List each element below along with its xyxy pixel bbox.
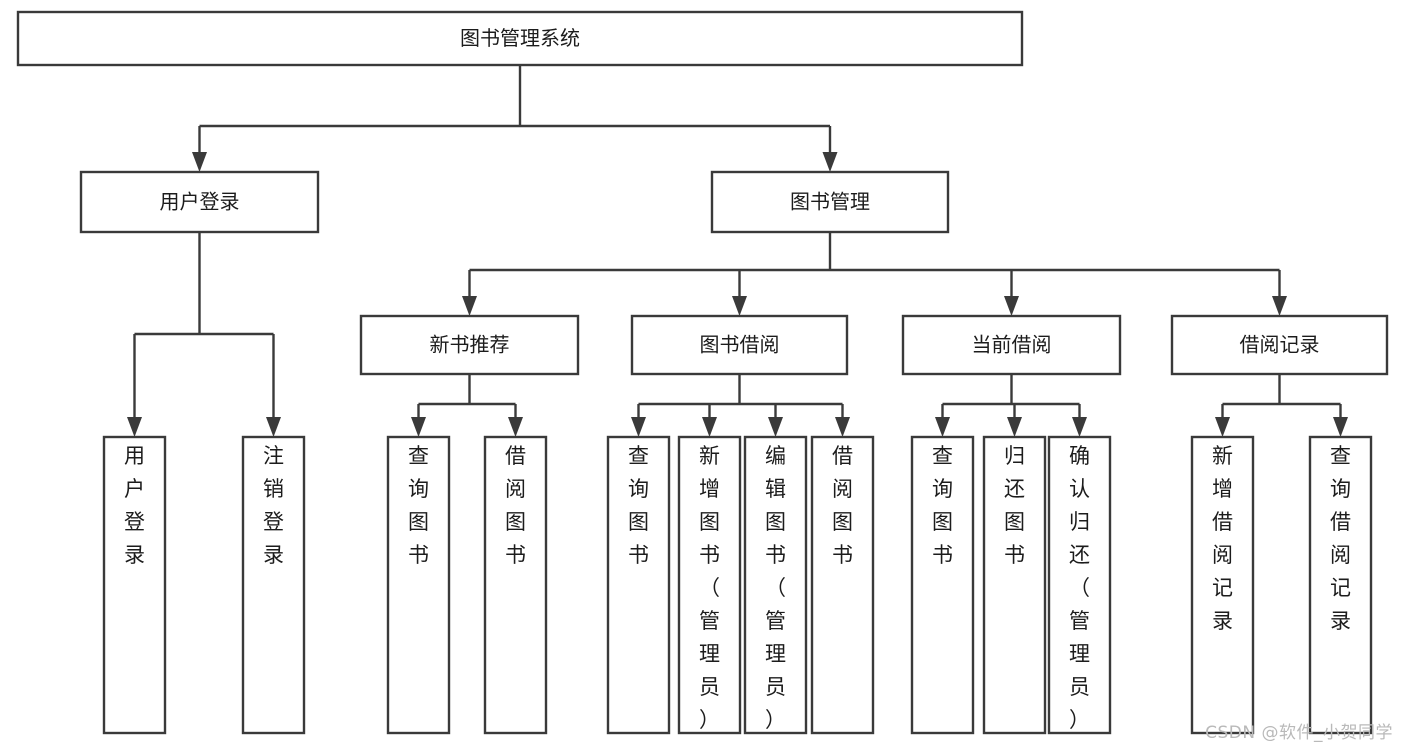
node-leaf_2[interactable]: 查询图书 <box>386 435 451 735</box>
connector-layer <box>127 65 1348 437</box>
arrow-head <box>1215 417 1230 437</box>
connector-group <box>192 65 838 172</box>
node-l3_0[interactable]: 新书推荐 <box>359 314 580 376</box>
node-layer: 图书管理系统用户登录图书管理新书推荐图书借阅当前借阅借阅记录用户登录注销登录查询… <box>16 10 1389 735</box>
csdn-watermark: CSDN @软件_小贺同学 <box>1205 723 1393 743</box>
node-box[interactable] <box>710 170 950 234</box>
node-root[interactable]: 图书管理系统 <box>16 10 1024 67</box>
arrow-head <box>1272 296 1287 316</box>
connector-group <box>411 374 523 437</box>
node-l2_1[interactable]: 图书管理 <box>710 170 950 234</box>
arrow-head <box>702 417 717 437</box>
node-leaf_9[interactable]: 归还图书 <box>982 435 1047 735</box>
arrow-head <box>835 417 850 437</box>
node-box[interactable] <box>982 435 1047 735</box>
connector-group <box>127 232 281 437</box>
arrow-head <box>411 417 426 437</box>
node-box[interactable] <box>1308 435 1373 735</box>
node-label: 借阅图书 <box>832 444 853 567</box>
node-box[interactable] <box>910 435 975 735</box>
node-label: 查询图书 <box>408 444 429 567</box>
arrow-head <box>822 152 838 172</box>
node-label: 查询图书 <box>628 444 649 567</box>
node-label: 编辑图书（管理员） <box>765 444 786 732</box>
node-l2_0[interactable]: 用户登录 <box>79 170 320 234</box>
node-box[interactable] <box>677 435 742 735</box>
node-box[interactable] <box>483 435 548 735</box>
arrow-head <box>631 417 646 437</box>
node-box[interactable] <box>630 314 849 376</box>
node-box[interactable] <box>901 314 1122 376</box>
node-box[interactable] <box>359 314 580 376</box>
node-leaf_3[interactable]: 借阅图书 <box>483 435 548 735</box>
node-label: 归还图书 <box>1004 444 1025 567</box>
node-box[interactable] <box>241 435 306 735</box>
node-box[interactable] <box>743 435 808 735</box>
node-leaf_8[interactable]: 查询图书 <box>910 435 975 735</box>
arrow-head <box>266 417 281 437</box>
node-label: 图书管理 <box>790 190 870 214</box>
node-l3_3[interactable]: 借阅记录 <box>1170 314 1389 376</box>
node-leaf_6[interactable]: 编辑图书（管理员） <box>743 435 808 735</box>
node-label: 新书推荐 <box>430 333 510 357</box>
connector-group <box>462 232 1287 316</box>
node-l3_1[interactable]: 图书借阅 <box>630 314 849 376</box>
node-box[interactable] <box>810 435 875 735</box>
connector-group <box>1215 374 1348 437</box>
arrow-head <box>192 152 207 172</box>
node-box[interactable] <box>1190 435 1255 735</box>
node-box[interactable] <box>1170 314 1389 376</box>
arrow-head <box>935 417 950 437</box>
arrow-head <box>1072 417 1087 437</box>
arrow-head <box>1333 417 1348 437</box>
node-label: 图书管理系统 <box>460 26 580 50</box>
node-label: 图书借阅 <box>700 333 780 357</box>
node-label: 当前借阅 <box>972 333 1052 357</box>
node-leaf_12[interactable]: 查询借阅记录 <box>1308 435 1373 735</box>
node-l3_2[interactable]: 当前借阅 <box>901 314 1122 376</box>
arrow-head <box>508 417 523 437</box>
node-leaf_1[interactable]: 注销登录 <box>241 435 306 735</box>
arrow-head <box>462 296 477 316</box>
node-label: 新增图书（管理员） <box>699 444 720 732</box>
node-label: 查询借阅记录 <box>1330 444 1351 633</box>
arrow-head <box>1007 417 1022 437</box>
node-label: 查询图书 <box>932 444 953 567</box>
node-box[interactable] <box>606 435 671 735</box>
arrow-head <box>127 417 142 437</box>
node-label: 确认归还（管理员） <box>1069 444 1090 732</box>
arrow-head <box>768 417 783 437</box>
node-label: 新增借阅记录 <box>1212 444 1233 633</box>
node-box[interactable] <box>386 435 451 735</box>
node-label: 借阅记录 <box>1240 333 1320 357</box>
node-label: 用户登录 <box>160 190 240 214</box>
node-leaf_0[interactable]: 用户登录 <box>102 435 167 735</box>
node-leaf_5[interactable]: 新增图书（管理员） <box>677 435 742 735</box>
node-label: 用户登录 <box>124 444 145 567</box>
arrow-head <box>732 296 747 316</box>
node-box[interactable] <box>16 10 1024 67</box>
connector-group <box>631 374 850 437</box>
node-box[interactable] <box>79 170 320 234</box>
node-box[interactable] <box>1047 435 1112 735</box>
node-leaf_7[interactable]: 借阅图书 <box>810 435 875 735</box>
node-leaf_11[interactable]: 新增借阅记录 <box>1190 435 1255 735</box>
connector-group <box>935 374 1087 437</box>
node-leaf_10[interactable]: 确认归还（管理员） <box>1047 435 1112 735</box>
arrow-head <box>1004 296 1019 316</box>
node-label: 借阅图书 <box>505 444 526 567</box>
node-box[interactable] <box>102 435 167 735</box>
node-label: 注销登录 <box>263 444 284 567</box>
node-leaf_4[interactable]: 查询图书 <box>606 435 671 735</box>
